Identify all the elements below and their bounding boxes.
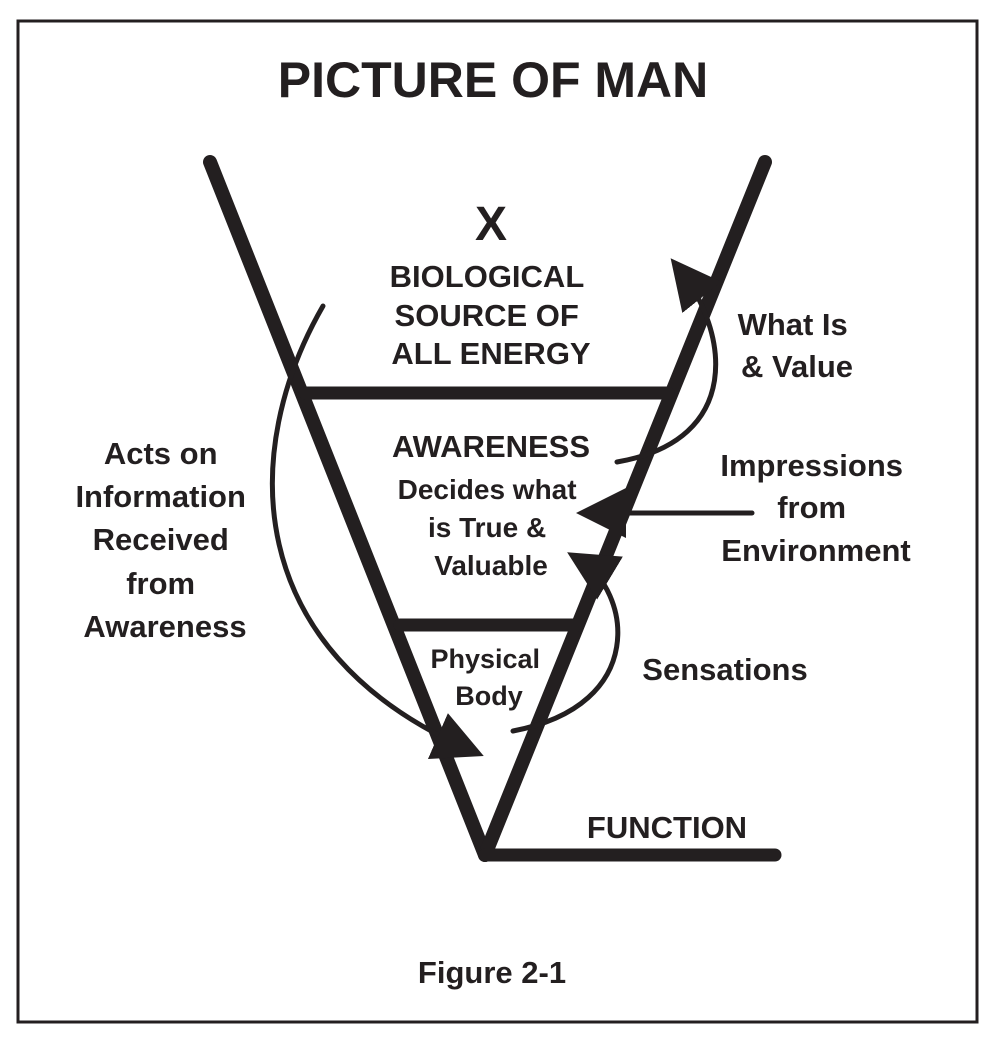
acts-label-line: Received xyxy=(93,522,229,557)
acts-on-body-arrow xyxy=(269,303,484,759)
function-label: FUNCTION xyxy=(587,810,747,845)
what-is-label-line: What Is xyxy=(738,307,848,342)
awareness-description: Decides what is True & Valuable xyxy=(398,474,585,581)
figure-caption: Figure 2-1 xyxy=(418,955,566,990)
acts-on-information-label: Acts on Information Received from Awaren… xyxy=(75,436,254,644)
impressions-label: Impressions from Environment xyxy=(720,448,911,568)
source-symbol-x: X xyxy=(475,198,507,251)
diagram-title: PICTURE OF MAN xyxy=(278,52,709,108)
figure-frame xyxy=(16,19,979,1024)
acts-label-line: Acts on xyxy=(104,436,218,471)
source-label-line: BIOLOGICAL xyxy=(390,259,584,294)
what-is-value-arrow xyxy=(614,258,722,465)
impressions-label-line: from xyxy=(777,490,846,525)
arrows xyxy=(269,258,755,759)
impressions-label-line: Impressions xyxy=(720,448,903,483)
source-label-line: ALL ENERGY xyxy=(391,336,591,371)
awareness-line: Decides what xyxy=(398,474,577,505)
awareness-line: Valuable xyxy=(434,550,548,581)
sensations-label: Sensations xyxy=(642,652,807,687)
acts-label-line: Awareness xyxy=(83,609,246,644)
what-is-label-line: & Value xyxy=(741,349,853,384)
awareness-heading: AWARENESS xyxy=(392,429,590,464)
impressions-label-line: Environment xyxy=(721,533,910,568)
acts-label-line: Information xyxy=(75,479,246,514)
what-is-value-label: What Is & Value xyxy=(738,307,857,384)
body-label-line: Body xyxy=(455,681,523,711)
sensations-arrow xyxy=(510,552,623,734)
source-label-line: SOURCE OF xyxy=(395,298,579,333)
body-label: Physical Body xyxy=(430,644,547,711)
source-label: BIOLOGICAL SOURCE OF ALL ENERGY xyxy=(390,259,593,371)
acts-label-line: from xyxy=(126,566,195,601)
body-label-line: Physical xyxy=(430,644,540,674)
awareness-line: is True & xyxy=(428,512,546,543)
